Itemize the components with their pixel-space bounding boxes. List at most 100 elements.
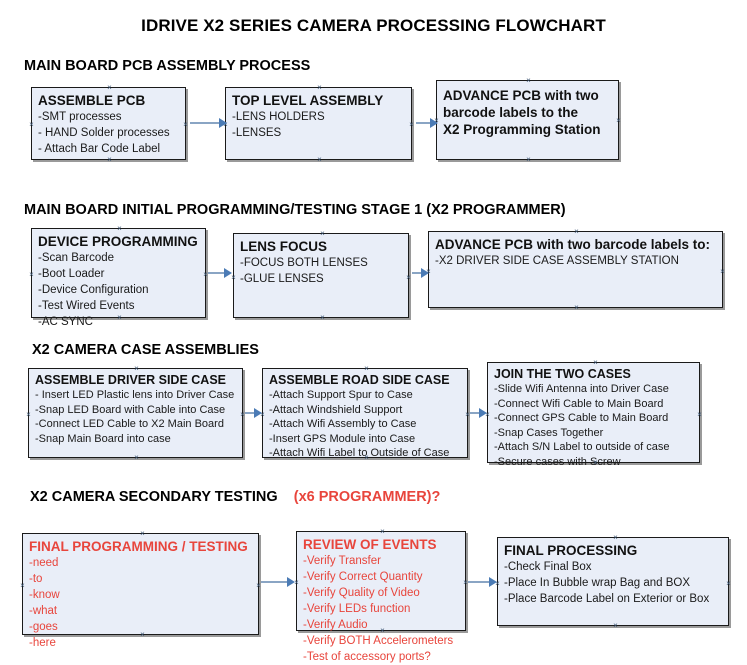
connector-handle[interactable] — [363, 454, 370, 461]
box-line: -SMT processes — [38, 111, 122, 123]
arrowhead-icon — [430, 118, 438, 128]
connector-handle[interactable] — [25, 411, 32, 418]
connector-handle[interactable] — [719, 268, 726, 275]
connector-handle[interactable] — [592, 459, 599, 466]
connector-handle[interactable] — [255, 582, 262, 589]
connector-handle[interactable] — [139, 631, 146, 638]
connector-handle[interactable] — [316, 156, 323, 163]
connector-handle[interactable] — [612, 622, 619, 629]
box-review-of-events[interactable]: REVIEW OF EVENTS -Verify Transfer -Verif… — [296, 528, 466, 663]
box-device-programming[interactable]: DEVICE PROGRAMMING -Scan Barcode -Boot L… — [28, 225, 206, 328]
connector-handle[interactable] — [116, 314, 123, 321]
box-line: -Attach Wifi Label to Outside of Case — [269, 447, 450, 459]
box-line: -LENSES — [232, 127, 282, 139]
section-title-main-board-pcb-assembly: MAIN BOARD PCB ASSEMBLY PROCESS — [24, 58, 310, 74]
connector-device-programming-to-lens-focus — [208, 268, 232, 278]
box-line: -what — [29, 605, 58, 617]
connector-handle[interactable] — [133, 365, 140, 372]
connector-handle[interactable] — [405, 274, 412, 281]
connector-lens-focus-to-advance-pcb — [412, 268, 429, 278]
box-assemble-driver-side-case[interactable]: ASSEMBLE DRIVER SIDE CASE - Insert LED P… — [28, 368, 243, 458]
connector-handle[interactable] — [573, 228, 580, 235]
connector-handle[interactable] — [116, 225, 123, 232]
box-heading: JOIN THE TWO CASES — [494, 367, 631, 381]
connector-handle[interactable] — [319, 314, 326, 321]
arrowhead-icon — [254, 408, 262, 418]
connector-handle[interactable] — [106, 84, 113, 91]
page-title: IDRIVE X2 SERIES CAMERA PROCESSING FLOWC… — [141, 16, 606, 35]
connector-handle[interactable] — [319, 230, 326, 237]
connector-handle[interactable] — [408, 121, 415, 128]
box-final-processing[interactable]: FINAL PROCESSING -Check Final Box -Place… — [497, 537, 729, 626]
box-line: -Insert GPS Module into Case — [269, 432, 416, 445]
box-heading-line: barcode labels to the — [443, 105, 579, 120]
connector-handle[interactable] — [612, 534, 619, 541]
connector-handle[interactable] — [363, 365, 370, 372]
box-join-the-two-cases[interactable]: JOIN THE TWO CASES -Slide Wifi Antenna i… — [487, 359, 703, 468]
box-line: -Snap Main Board into case — [35, 432, 171, 445]
box-line: -Test Wired Events — [38, 300, 135, 312]
arrowhead-icon — [219, 118, 227, 128]
box-line: -Secure cases with Screw — [494, 455, 621, 468]
box-assemble-pcb[interactable]: ASSEMBLE PCB -SMT processes - HAND Solde… — [31, 87, 186, 160]
connector-handle[interactable] — [28, 121, 35, 128]
section-title-text: MAIN BOARD INITIAL PROGRAMMING/TESTING S… — [24, 202, 566, 218]
box-heading: FINAL PROCESSING — [504, 543, 638, 558]
box-assemble-road-side-case[interactable]: ASSEMBLE ROAD SIDE CASE -Attach Support … — [262, 365, 468, 461]
section-title-text: MAIN BOARD PCB ASSEMBLY PROCESS — [24, 58, 311, 74]
box-line: -Check Final Box — [504, 561, 592, 573]
connector-handle[interactable] — [106, 156, 113, 163]
connector-handle[interactable] — [573, 304, 580, 311]
box-final-programming-testing[interactable]: FINAL PROGRAMMING / TESTING -need -to -k… — [19, 530, 262, 649]
box-line: -Verify Correct Quantity — [303, 571, 423, 583]
box-line: -Attach S/N Label to outside of case — [494, 441, 670, 453]
box-line: -Attach Wifi Assembly to Case — [269, 418, 417, 430]
connector-road-case-to-join-cases — [470, 408, 487, 418]
connector-handle[interactable] — [615, 117, 622, 124]
connector-handle[interactable] — [379, 627, 386, 634]
box-line: -Verify Transfer — [303, 555, 381, 567]
box-line: -here — [29, 637, 56, 649]
box-line: -to — [29, 573, 43, 585]
box-line: -Connect LED Cable to X2 Main Board — [35, 418, 224, 430]
box-line: -Snap Cases Together — [494, 426, 604, 439]
section-title-main-board-initial-programming: MAIN BOARD INITIAL PROGRAMMING/TESTING S… — [24, 202, 566, 218]
box-heading: FINAL PROGRAMMING / TESTING — [29, 539, 248, 554]
box-line: -Verify Audio — [303, 619, 368, 631]
box-line: -GLUE LENSES — [240, 273, 324, 285]
arrowhead-icon — [479, 408, 487, 418]
connector-handle[interactable] — [696, 411, 703, 418]
box-advance-pcb-x2-programming-station[interactable]: ADVANCE PCB with two barcode labels to t… — [436, 80, 619, 160]
box-line: - Attach Bar Code Label — [38, 143, 161, 155]
box-line: -Slide Wifi Antenna into Driver Case — [494, 383, 669, 395]
box-lens-focus[interactable]: LENS FOCUS -FOCUS BOTH LENSES -GLUE LENS… — [233, 233, 409, 318]
box-line-overflow: -Test of accessory ports? — [303, 651, 431, 663]
connector-handle[interactable] — [133, 454, 140, 461]
box-line: - HAND Solder processes — [38, 127, 170, 139]
connector-handle[interactable] — [316, 84, 323, 91]
connector-handle[interactable] — [592, 359, 599, 366]
box-line: -Connect GPS Cable to Main Board — [494, 412, 669, 424]
connector-handle[interactable] — [379, 528, 386, 535]
box-heading: DEVICE PROGRAMMING — [38, 234, 198, 249]
connector-handle[interactable] — [19, 582, 26, 589]
box-top-level-assembly[interactable]: TOP LEVEL ASSEMBLY -LENS HOLDERS -LENSES — [225, 87, 412, 160]
box-line: -Verify Quality of Video — [303, 587, 420, 599]
box-heading: ASSEMBLE ROAD SIDE CASE — [269, 373, 450, 387]
box-line: -Verify BOTH Accelerometers — [303, 635, 454, 647]
box-line: -Snap LED Board with Cable into Case — [35, 403, 226, 416]
connector-handle[interactable] — [725, 580, 732, 587]
connector-handle[interactable] — [525, 77, 532, 84]
connector-final-programming-to-review — [261, 577, 295, 587]
connector-handle[interactable] — [28, 271, 35, 278]
connector-top-level-to-advance-pcb — [416, 118, 438, 128]
connector-handle[interactable] — [182, 121, 189, 128]
box-line: -Verify LEDs function — [303, 603, 411, 615]
box-line: - Insert LED Plastic lens into Driver Ca… — [35, 389, 235, 401]
box-advance-pcb-driver-side-case[interactable]: ADVANCE PCB with two barcode labels to: … — [428, 231, 723, 308]
box-heading: REVIEW OF EVENTS — [303, 537, 437, 552]
connector-handle[interactable] — [139, 530, 146, 537]
connector-driver-case-to-road-case — [245, 408, 262, 418]
connector-handle[interactable] — [525, 156, 532, 163]
box-line: -Place In Bubble wrap Bag and BOX — [504, 577, 691, 589]
